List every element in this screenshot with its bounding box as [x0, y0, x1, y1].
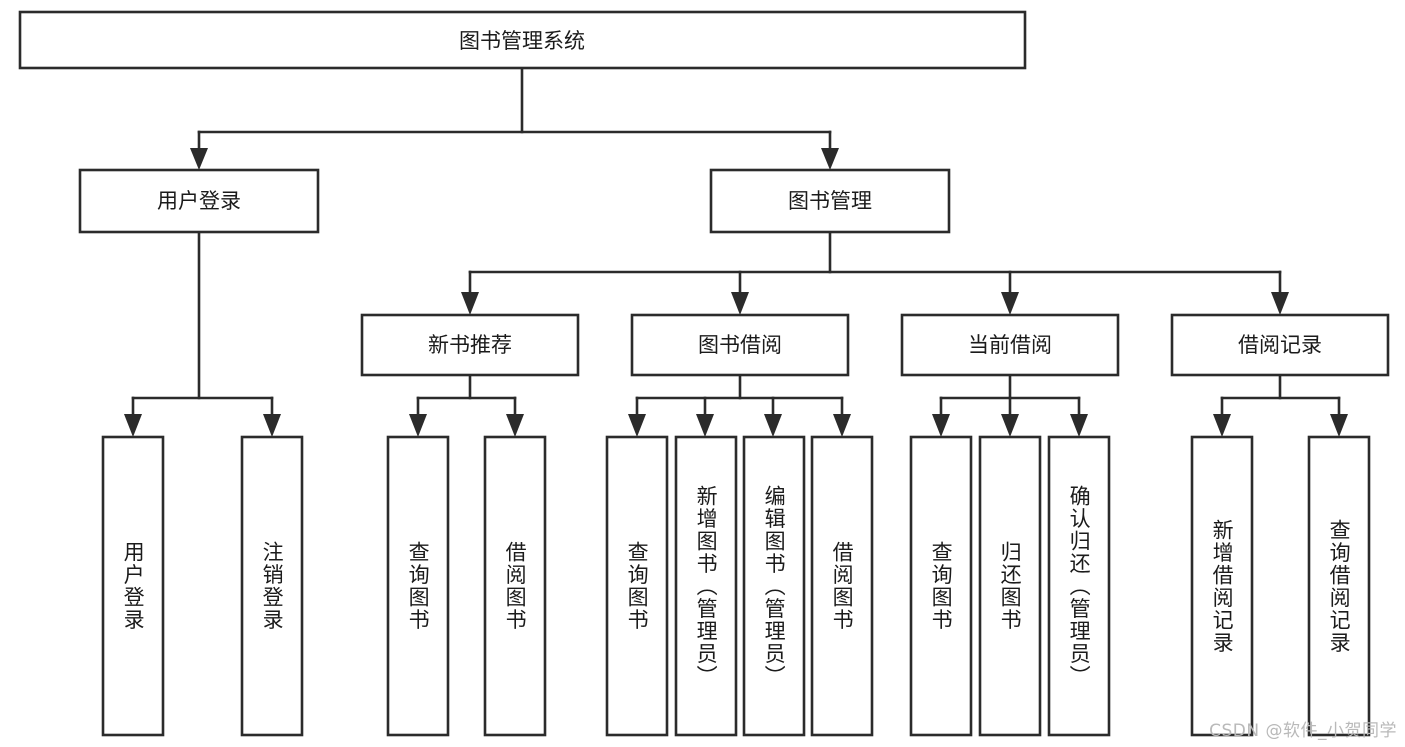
node-book-management[interactable]: 图书管理: [709, 168, 951, 234]
arrow-bookmgmt-to-borrow: [731, 292, 749, 315]
leaf-box-new-book-0[interactable]: [386, 435, 450, 737]
arrow-root-to-book-mgmt: [821, 148, 839, 170]
leaf-box-book-borrow-3[interactable]: [810, 435, 874, 737]
arrow-bookmgmt-to-new-book: [461, 292, 479, 315]
leaf-box-borrow-record-1[interactable]: [1307, 435, 1371, 737]
leaf-box-user-login-1[interactable]: [240, 435, 304, 737]
node-new-book-recommend[interactable]: 新书推荐: [360, 313, 580, 377]
connector-group-book-mgmt: [461, 230, 1289, 315]
node-user-login[interactable]: 用户登录: [78, 168, 320, 234]
node-new-book-recommend-box[interactable]: [360, 313, 580, 377]
leaf-box-book-borrow-0[interactable]: [605, 435, 669, 737]
connector-group-borrow-record: [1213, 373, 1348, 437]
arrow-bookborrow-to-leaf2: [764, 414, 782, 437]
arrow-newbook-to-leaf1: [506, 414, 524, 437]
arrow-bookborrow-to-leaf0: [628, 414, 646, 437]
node-book-borrow-label: 图书借阅: [698, 333, 782, 357]
arrow-borrowrecord-to-leaf0: [1213, 414, 1231, 437]
connector-group-user-login: [124, 230, 281, 437]
leaf-box-borrow-record-0[interactable]: [1190, 435, 1254, 737]
node-book-management-label: 图书管理: [788, 189, 872, 213]
node-current-borrow-box[interactable]: [900, 313, 1120, 377]
arrow-root-to-user-login: [190, 148, 208, 170]
arrow-bookmgmt-to-record: [1271, 292, 1289, 315]
node-borrow-record-box[interactable]: [1170, 313, 1390, 377]
connector-group-new-book: [409, 373, 524, 437]
arrow-borrowrecord-to-leaf1: [1330, 414, 1348, 437]
csdn-watermark: CSDN @软件_小贺同学: [1209, 721, 1397, 741]
node-borrow-record[interactable]: 借阅记录: [1170, 313, 1390, 377]
leaf-box-user-login-0[interactable]: [101, 435, 165, 737]
node-root-label: 图书管理系统: [459, 29, 585, 53]
node-current-borrow[interactable]: 当前借阅: [900, 313, 1120, 377]
node-borrow-record-label: 借阅记录: [1238, 333, 1322, 357]
arrow-bookborrow-to-leaf1: [696, 414, 714, 437]
leaf-box-current-borrow-2[interactable]: [1047, 435, 1111, 737]
leaf-box-current-borrow-1[interactable]: [978, 435, 1042, 737]
arrow-bookborrow-to-leaf3: [833, 414, 851, 437]
connector-group-current-borrow: [932, 373, 1088, 437]
node-user-login-box[interactable]: [78, 168, 320, 234]
node-new-book-recommend-label: 新书推荐: [428, 333, 512, 357]
leaf-box-book-borrow-2[interactable]: [742, 435, 806, 737]
arrow-newbook-to-leaf0: [409, 414, 427, 437]
arrow-userlogin-to-leaf1: [263, 414, 281, 437]
arrow-currentborrow-to-leaf0: [932, 414, 950, 437]
node-root[interactable]: 图书管理系统: [18, 10, 1027, 70]
arrow-bookmgmt-to-current: [1001, 292, 1019, 315]
node-book-management-box[interactable]: [709, 168, 951, 234]
arrow-currentborrow-to-leaf1: [1001, 414, 1019, 437]
connector-group-book-borrow: [628, 373, 851, 437]
node-root-box[interactable]: [18, 10, 1027, 70]
node-book-borrow[interactable]: 图书借阅: [630, 313, 850, 377]
node-book-borrow-box[interactable]: [630, 313, 850, 377]
arrow-currentborrow-to-leaf2: [1070, 414, 1088, 437]
arrow-userlogin-to-leaf0: [124, 414, 142, 437]
node-user-login-label: 用户登录: [157, 189, 241, 213]
connector-group-root: [190, 66, 839, 170]
leaf-box-current-borrow-0[interactable]: [909, 435, 973, 737]
leaf-box-book-borrow-1[interactable]: [674, 435, 738, 737]
node-current-borrow-label: 当前借阅: [968, 333, 1052, 357]
leaf-box-new-book-1[interactable]: [483, 435, 547, 737]
